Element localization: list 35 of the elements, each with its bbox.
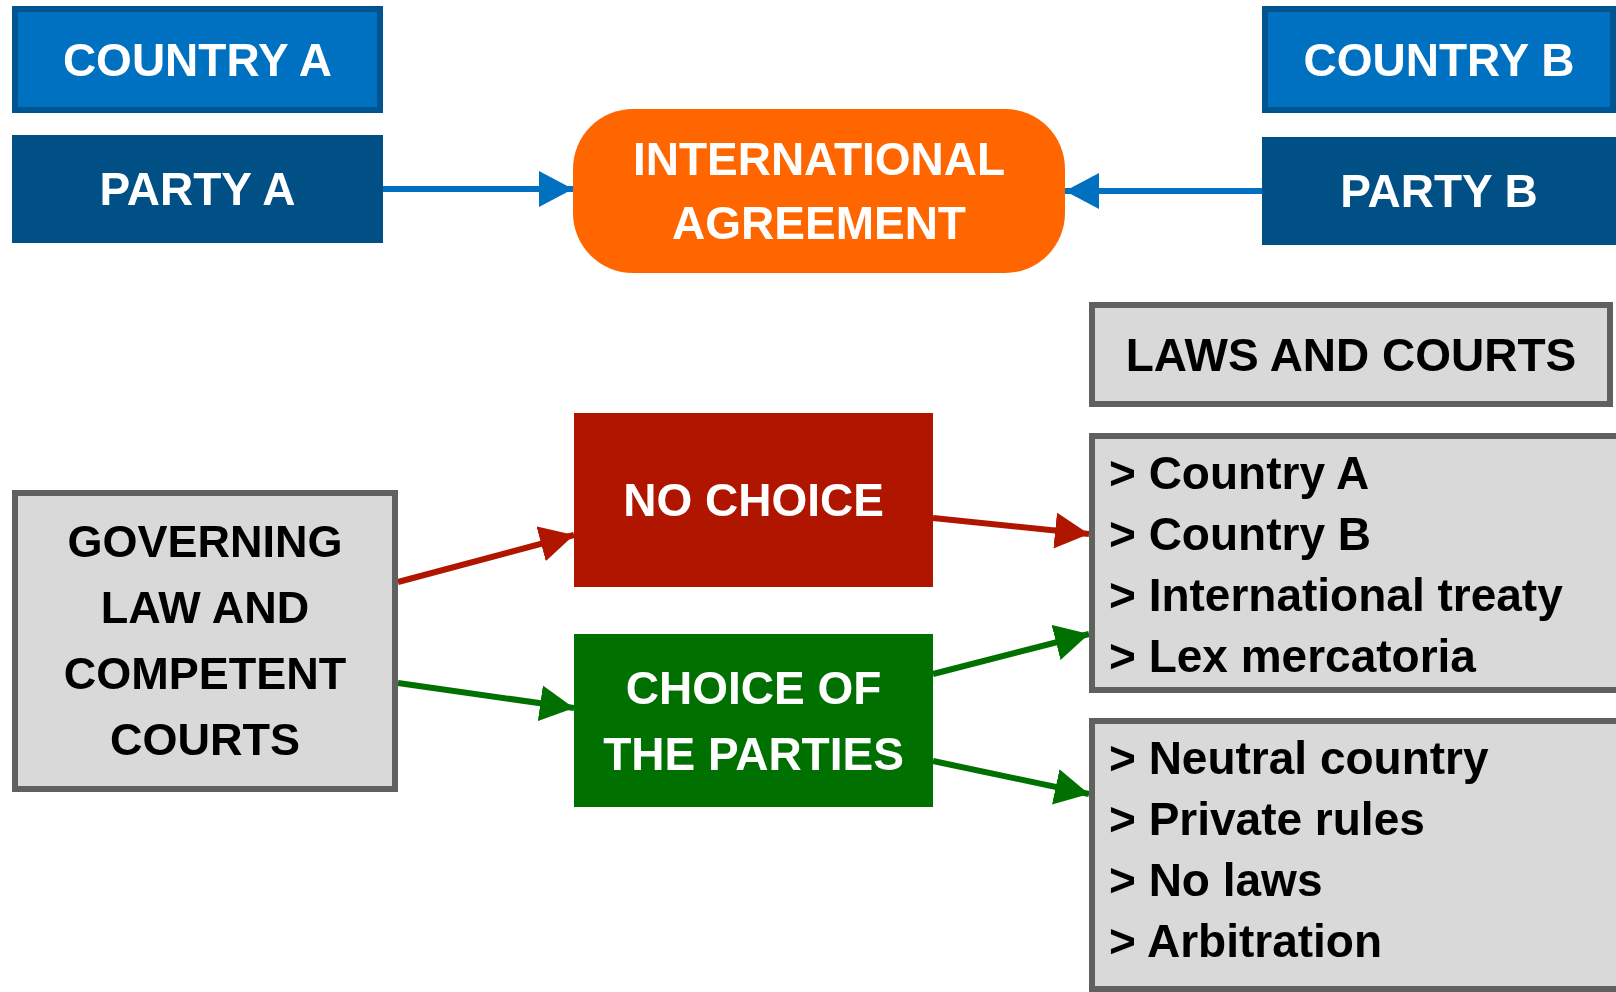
- box-label: LAWS AND COURTS: [1125, 327, 1577, 382]
- arrow: [1065, 173, 1262, 209]
- box-label: NO CHOICE: [623, 473, 884, 527]
- box-label: COUNTRY B: [1303, 32, 1575, 87]
- list-item: > Private rules: [1109, 792, 1425, 847]
- list-box: [1089, 718, 1616, 992]
- option-box: [574, 634, 933, 807]
- box-label: PARTY B: [1340, 164, 1538, 218]
- party-box: [12, 135, 383, 243]
- box-label: CHOICE OF THE PARTIES: [602, 660, 905, 782]
- option-box: [574, 413, 933, 587]
- list-item: > No laws: [1109, 853, 1323, 908]
- box-label: INTERNATIONAL AGREEMENT: [631, 132, 1007, 251]
- box-label: COUNTRY A: [62, 32, 333, 87]
- list-item: > International treaty: [1109, 568, 1563, 623]
- arrow: [932, 512, 1090, 549]
- party-box: [1262, 137, 1616, 245]
- list-item: > Country A: [1109, 446, 1370, 501]
- list-item: > Country B: [1109, 507, 1371, 562]
- heading-box: [1089, 302, 1613, 407]
- arrow: [383, 171, 573, 207]
- box-label: GOVERNING LAW AND COMPETENT COURTS: [62, 515, 348, 767]
- country-box: [12, 6, 383, 113]
- arrow: [932, 625, 1090, 677]
- list-item: > Lex mercatoria: [1109, 629, 1476, 684]
- country-box: [1262, 6, 1616, 113]
- arrow: [397, 680, 575, 722]
- arrow: [932, 758, 1090, 805]
- agreement-box: [573, 109, 1065, 273]
- arrow: [397, 526, 575, 585]
- box-label: PARTY A: [99, 162, 296, 216]
- topic-box: [12, 490, 398, 792]
- list-item: > Neutral country: [1109, 731, 1489, 786]
- list-box: [1089, 433, 1616, 693]
- list-item: > Arbitration: [1109, 914, 1383, 969]
